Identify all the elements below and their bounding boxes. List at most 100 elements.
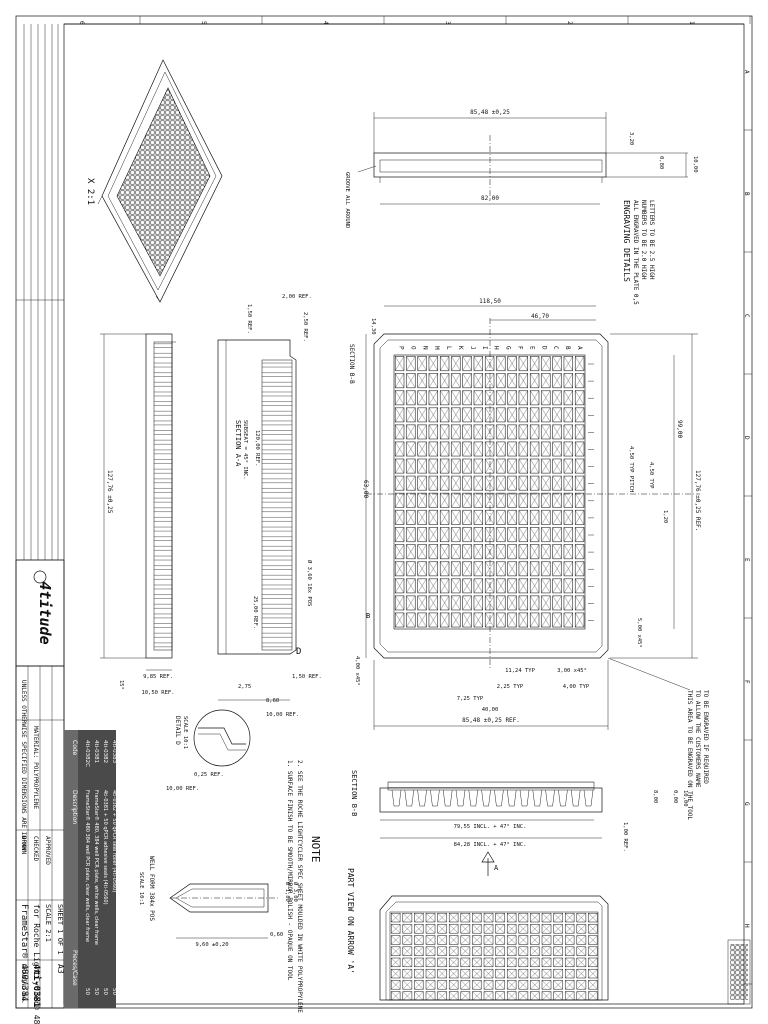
brand-name-text: 4titude	[36, 581, 54, 644]
section-well	[391, 789, 402, 807]
section-bb-dim-2: 84,28 INCL. + 47° INC.	[454, 842, 527, 848]
side-length-dim: 127,76 ±0,25	[106, 470, 113, 514]
section-well	[404, 789, 415, 807]
well-dim-c: Ø 1,80	[284, 882, 291, 902]
section-well	[468, 789, 479, 807]
section-b-b: SECTION B-B 79,55 INCL. + 47° INC. 84,28…	[350, 770, 688, 852]
side-a-dim: 1,20	[662, 510, 668, 523]
side-dim-b: 10,50 REF.	[141, 690, 174, 696]
section-well	[430, 789, 440, 807]
section-a-dim-8: 8,60	[266, 698, 279, 704]
engraving-area-note-2: TO ALLOW THE CUSTOMERS NAME	[694, 690, 701, 788]
right-zone-label: B	[743, 192, 750, 196]
drawn-label: DRAWN	[20, 836, 27, 854]
detail-d-scale: SCALE 10:1	[182, 716, 188, 749]
pitch-col-dim: 4,50 TYP PITCH	[628, 446, 634, 492]
stamp-box	[727, 939, 751, 1005]
row-letter: C	[552, 346, 559, 350]
section-well	[481, 789, 491, 807]
a1-offset-y: 11,24 TYP	[505, 668, 535, 674]
row-letter: J	[469, 346, 476, 350]
drawing-title: FrameStar® 480/384	[19, 904, 29, 1002]
row-letter: M	[433, 346, 440, 350]
plan-width-dim: 127,76 ±0,25 REF.	[694, 470, 701, 531]
end-view-inner-dim: 82,00	[481, 195, 499, 202]
section-bb-dim-5: 10,00	[682, 790, 688, 807]
section-well	[558, 789, 568, 807]
section-well	[532, 789, 543, 807]
row-letter: B	[564, 346, 571, 350]
part-table-header: Code	[71, 740, 78, 756]
right-zone-label: F	[743, 680, 750, 684]
plan-span-dim: 63,00	[362, 480, 369, 498]
section-ref-marker: B	[366, 612, 370, 620]
corner-dim: 5,00 x45°	[636, 618, 642, 648]
well-length-dim: 9,60 ±0,20	[195, 942, 228, 948]
row-letter: L	[445, 346, 452, 350]
drawing-number: 4ti-0381	[31, 964, 42, 1007]
section-a-dim-12: 25,00 REF.	[252, 596, 258, 629]
section-bb-dim-3: 8,00	[652, 790, 658, 803]
pitch-row-dim: 4,50 TYP	[648, 462, 654, 489]
section-well	[506, 789, 517, 807]
row-letter: F	[517, 346, 524, 350]
plan-inner-width-dim: 118,50	[479, 298, 501, 305]
well-detail: 9,60 ±0,20 0,60 Ø 1,80 Ø 3,00 WELL FORM …	[138, 856, 299, 948]
detail-d-label: DETAIL D	[174, 716, 181, 745]
section-a-dim-3: 1,50 REF.	[246, 304, 252, 334]
end-view-dim-c: 10,00	[692, 156, 698, 173]
right-zone-label: C	[743, 314, 750, 318]
section-a-dim-6: 1,50 REF.	[292, 674, 322, 680]
section-a-dim-9: 10,00 REF.	[266, 712, 299, 718]
side-view: 127,76 ±0,25 9,85 REF. 10,50 REF. 15°	[100, 333, 176, 696]
end-view-dim-a: 3,20	[628, 132, 634, 145]
part-description: FrameStar® 480 384 well PCR plate, clear…	[84, 790, 91, 942]
row-letter: H	[493, 346, 500, 350]
drawing-number-label: DRAWING No.	[20, 964, 27, 1004]
side-dim-a: 9,85 REF.	[143, 674, 173, 680]
part-view-label: PART VIEW ON ARROW 'A'	[346, 868, 355, 974]
top-zone-label: 1	[688, 21, 695, 25]
part-code: 4ti-0382C	[84, 740, 90, 767]
well-detail-scale: SCALE 10:1	[138, 872, 144, 905]
material-text: MATERIAL: POLYPROPYLENE	[32, 726, 39, 809]
section-well	[519, 789, 530, 807]
note-line-1: 1. SURFACE FINISH TO BE SMOOTH/MIRROR PO…	[286, 760, 293, 981]
plan-rows-dim: 99,00	[676, 420, 683, 438]
part-table-header: Pieces/Case	[71, 950, 78, 986]
edge-dim: 2,25 TYP	[497, 684, 524, 690]
engraving-line-1: ALL ENGRAVED IN THE PLATE 0,5	[632, 200, 639, 305]
isometric-view: X 2:1	[85, 59, 223, 303]
part-pieces: 50	[111, 988, 117, 995]
section-b-callout: SECTION B-B	[348, 344, 355, 384]
part-code: 4ti-0381	[93, 740, 99, 763]
section-bb-dim-1: 79,55 INCL. + 47° INC.	[454, 824, 527, 830]
part-pieces: 50	[102, 988, 108, 995]
row-letter: D	[540, 346, 547, 350]
right-zone-label: A	[743, 70, 750, 74]
engraving-details: ENGRAVING DETAILS ALL ENGRAVED IN THE PL…	[622, 200, 655, 305]
right-zone-label: E	[743, 558, 750, 562]
part-code: 4ti-0383	[111, 740, 117, 764]
section-well	[442, 789, 453, 807]
end-view: 85,48 ±0,25 3,20 0,80 10,00 82,00 GROOVE…	[344, 109, 698, 228]
engraving-line-3: LETTERS TO BE 2.5 HIGH	[648, 200, 655, 280]
well-top-dim: Ø 3,00	[292, 882, 299, 902]
top-zone-label: 4	[322, 21, 329, 25]
row-letter: P	[398, 346, 405, 350]
row-letter: A	[576, 346, 583, 350]
part-table-header: Description	[71, 790, 78, 824]
section-well	[455, 789, 466, 807]
section-a-dim-4: 2,50 REF.	[302, 312, 308, 342]
right-zone-label: H	[743, 924, 750, 928]
top-zone-label: 2	[566, 21, 573, 25]
notch-dim: 4,00 x45°	[354, 656, 360, 686]
engraving-heading: ENGRAVING DETAILS	[622, 200, 631, 282]
right-zone-label: D	[743, 436, 750, 440]
row-letter: I	[481, 346, 488, 350]
